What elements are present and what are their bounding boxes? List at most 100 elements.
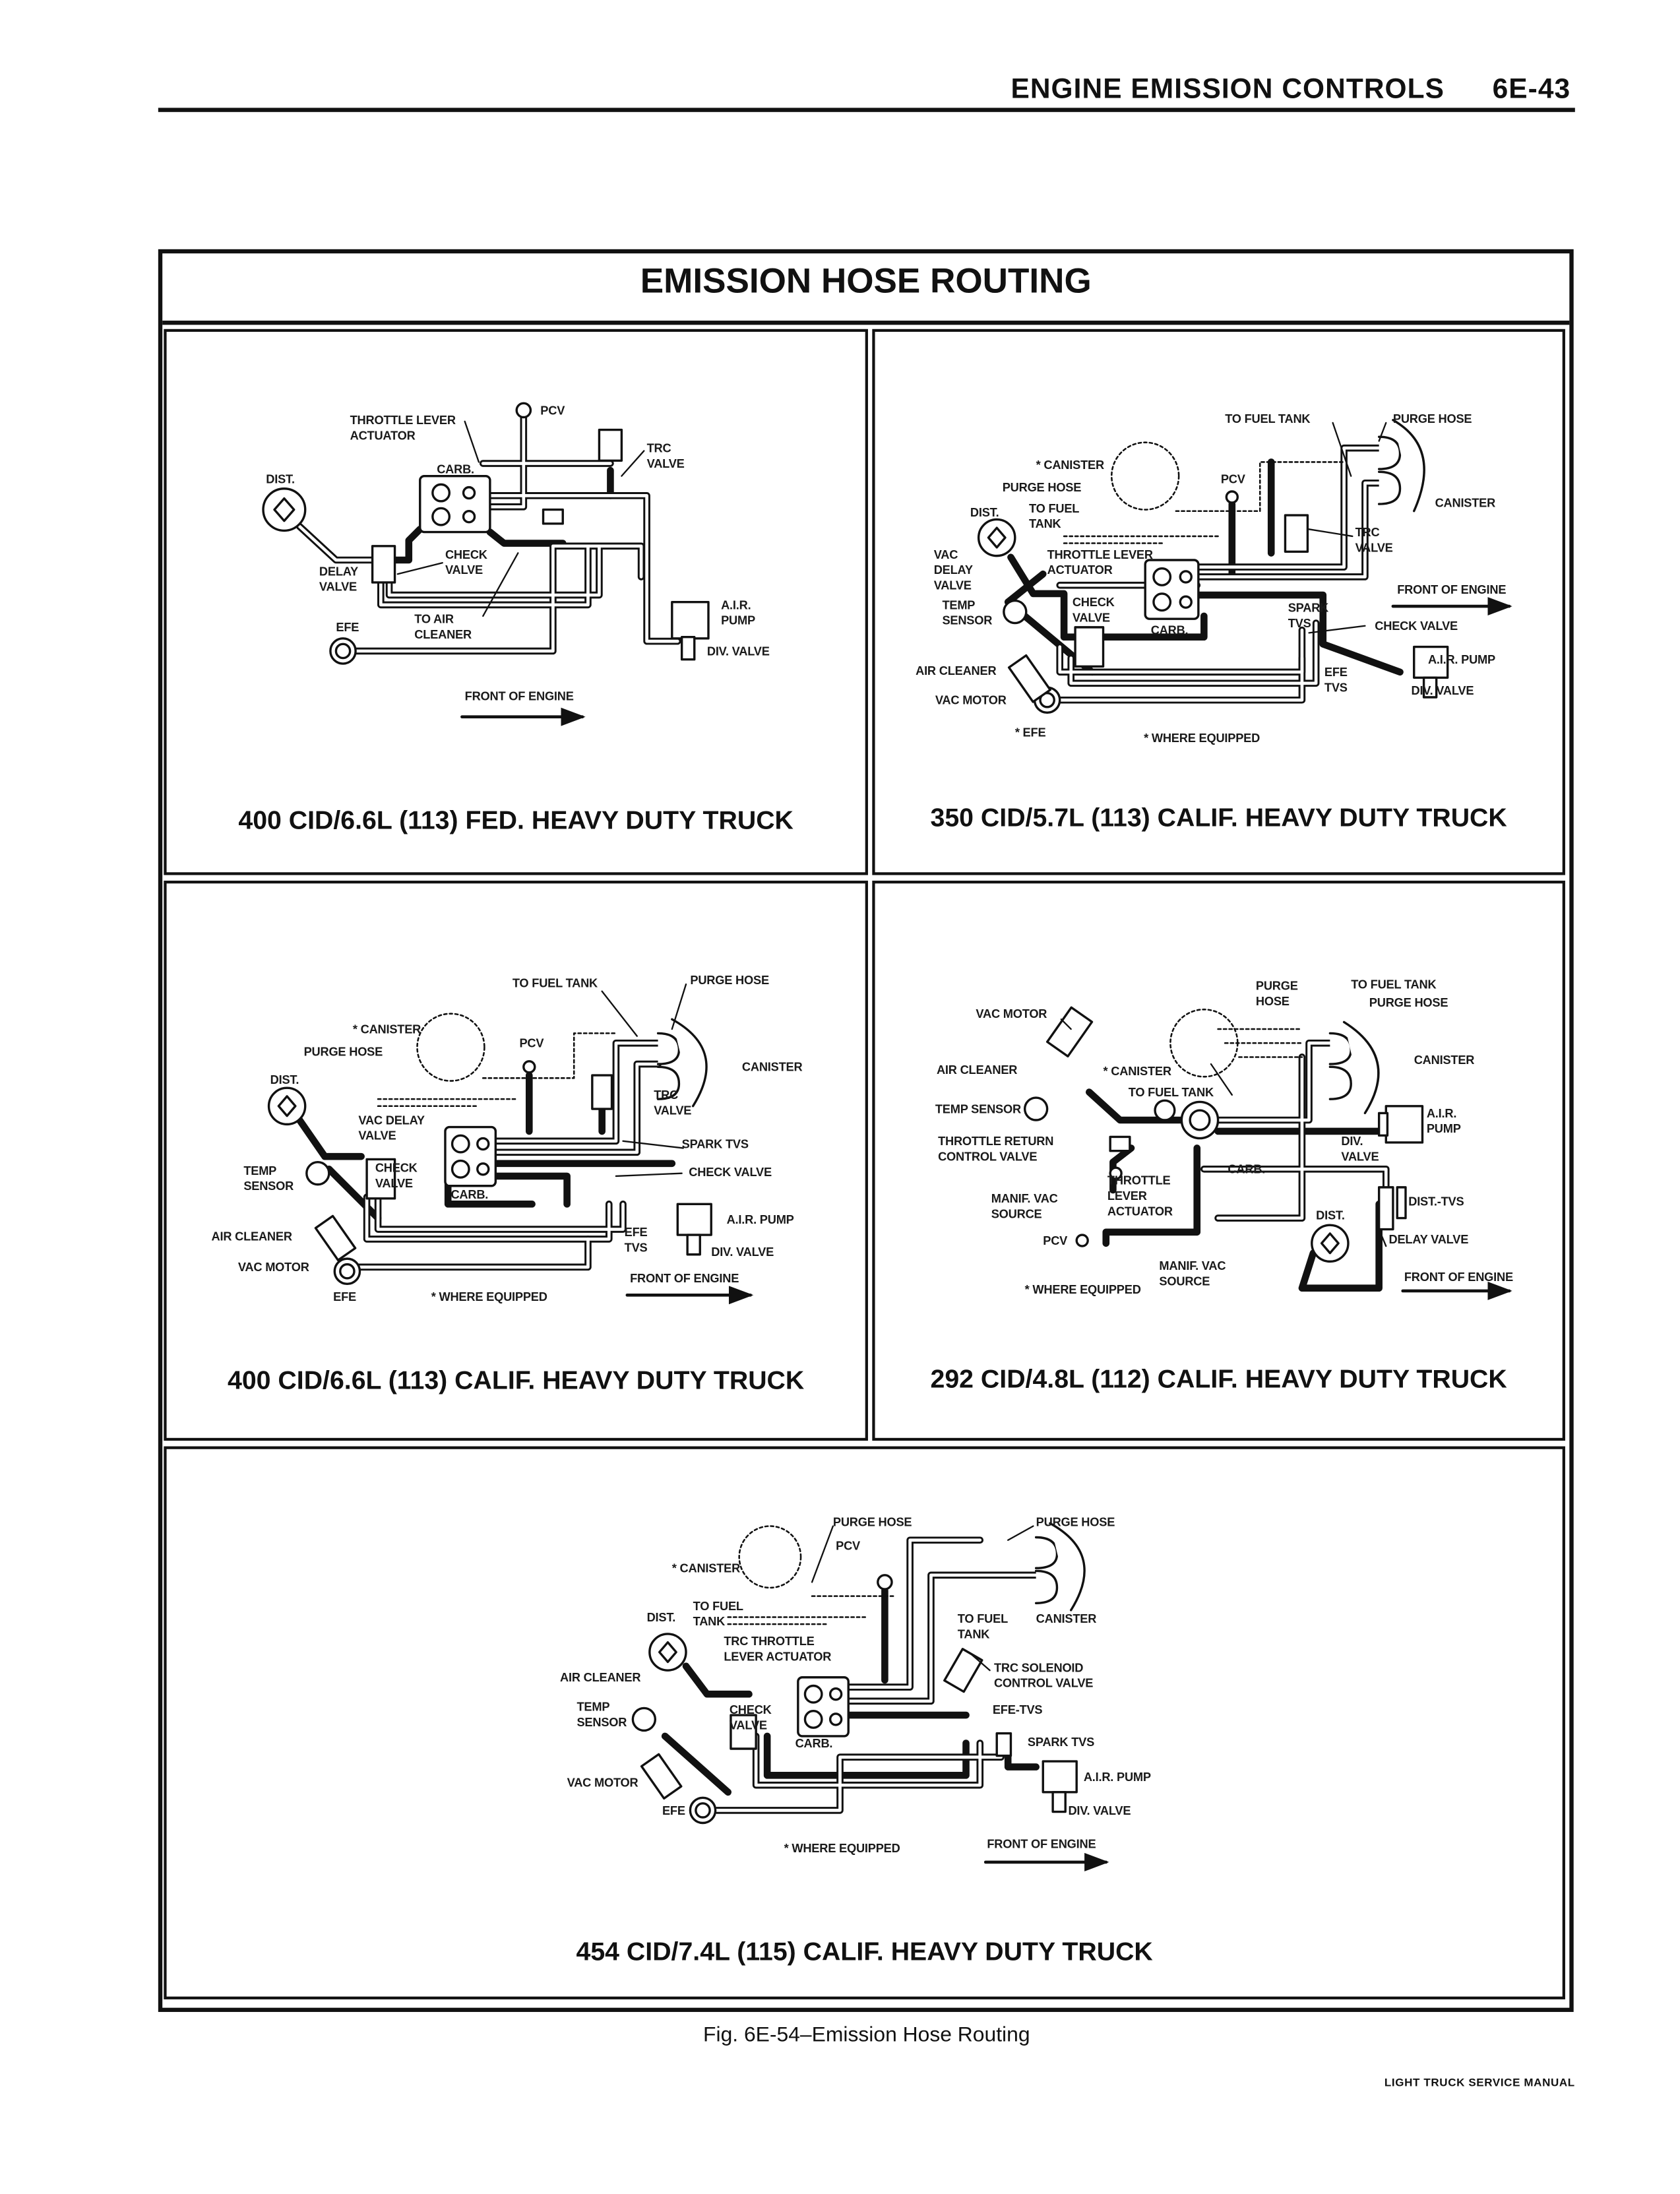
label-purge-hose: PURGE HOSE (303, 1044, 383, 1059)
label-delay-valve: DELAY VALVE (319, 564, 359, 594)
label-div-valve: DIV. VALVE (1341, 1134, 1379, 1164)
label-air-cleaner: AIR CLEANER (560, 1670, 641, 1685)
label-to-fuel-tank: TO FUEL TANK (693, 1598, 743, 1629)
label-check-valve: CHECK VALVE (1375, 619, 1458, 633)
label-canister: CANISTER (1435, 495, 1496, 510)
hose-bores (297, 416, 1388, 1812)
label-spark-tvs: SPARK TVS (681, 1137, 749, 1151)
label-efe: EFE (333, 1289, 357, 1304)
label-temp-sensor: TEMP SENSOR (243, 1163, 294, 1193)
label-pcv: PCV (519, 1036, 544, 1050)
label-carb: CARB. (451, 1187, 489, 1202)
label-optional-canister: * CANISTER (1103, 1064, 1172, 1079)
label-canister: CANISTER (1036, 1611, 1097, 1626)
label-vac-motor: VAC MOTOR (237, 1260, 309, 1274)
label-temp-sensor: TEMP SENSOR (576, 1699, 627, 1730)
label-to-fuel-tank: TO FUEL TANK (512, 976, 598, 990)
label-dist-tvs: DIST.-TVS (1408, 1194, 1464, 1208)
optional-canisters (377, 441, 1345, 1625)
label-check-valve: CHECK VALVE (689, 1164, 772, 1179)
label-spark-tvs: SPARK TVS (1288, 600, 1329, 631)
label-to-air-cleaner: TO AIR CLEANER (414, 611, 472, 642)
label-air-cleaner: AIR CLEANER (211, 1229, 292, 1243)
label-pcv: PCV (540, 403, 565, 418)
label-div-valve: DIV. VALVE (1411, 683, 1474, 698)
label-canister: CANISTER (1414, 1053, 1475, 1067)
label-check-valve: CHECK VALVE (375, 1160, 418, 1191)
label-canister: CANISTER (741, 1059, 803, 1074)
label-throttle-lever-actuator: THROTTLE LEVER ACTUATOR (350, 413, 456, 443)
label-dist: DIST. (970, 505, 999, 520)
caption-292-calif: 292 CID/4.8L (112) CALIF. HEAVY DUTY TRU… (930, 1363, 1507, 1393)
panel-400-fed (164, 329, 868, 875)
label-where-equipped: * WHERE EQUIPPED (1144, 730, 1260, 745)
label-check-valve: CHECK VALVE (729, 1702, 772, 1732)
label-optional-canister: * CANISTER (352, 1022, 421, 1036)
page-number: 6E-43 (1492, 74, 1571, 106)
label-vac-motor: VAC MOTOR (935, 693, 1007, 707)
label-purge-hose: PURGE HOSE (1002, 480, 1082, 495)
label-temp-sensor: TEMP SENSOR (935, 1102, 1021, 1116)
label-trc-valve: TRC VALVE (1355, 524, 1393, 555)
label-pcv: PCV (1220, 472, 1245, 486)
label-purge-hose: PURGE HOSE (690, 973, 769, 987)
label-div-valve: DIV. VALVE (706, 644, 770, 658)
label-throttle-lever-actuator: THROTTLE LEVER ACTUATOR (1047, 547, 1153, 577)
caption-454-calif: 454 CID/7.4L (115) CALIF. HEAVY DUTY TRU… (576, 1936, 1153, 1966)
label-where-equipped: * WHERE EQUIPPED (431, 1289, 547, 1304)
label-div-valve: DIV. VALVE (1068, 1803, 1131, 1818)
label-purge-hose: PURGE HOSE (1392, 412, 1472, 426)
label-dist: DIST. (266, 472, 295, 486)
panel-292-calif (872, 881, 1565, 1441)
front-of-engine-arrows (460, 597, 1512, 1871)
label-air-pump: A.I.R. PUMP (721, 598, 755, 627)
panel-454-calif (164, 1446, 1565, 1999)
title-divider (162, 321, 1570, 325)
label-where-equipped: * WHERE EQUIPPED (1024, 1282, 1141, 1297)
footer-manual-title: LIGHT TRUCK SERVICE MANUAL (1384, 2076, 1575, 2089)
label-throttle-return-control-valve: THROTTLE RETURN CONTROL VALVE (938, 1134, 1054, 1164)
label-trc-throttle-lever-actuator: TRC THROTTLE LEVER ACTUATOR (724, 1633, 832, 1664)
label-trc-valve: TRC VALVE (654, 1088, 692, 1117)
label-carb: CARB. (795, 1736, 833, 1751)
label-purge-hose: PURGE HOSE (832, 1515, 912, 1529)
label-efe: EFE (336, 620, 359, 635)
components (262, 402, 1449, 1825)
header-rule (158, 108, 1575, 112)
label-air-pump: A.I.R. PUMP (726, 1212, 794, 1227)
caption-350-calif: 350 CID/5.7L (113) CALIF. HEAVY DUTY TRU… (930, 802, 1507, 832)
label-temp-sensor: TEMP SENSOR (942, 598, 993, 627)
label-efe-tvs: EFE TVS (1324, 665, 1348, 695)
label-carb: CARB. (437, 462, 474, 476)
label-spark-tvs: SPARK TVS (1027, 1734, 1095, 1749)
label-to-fuel-tank: TO FUEL TANK (1029, 501, 1080, 531)
label-delay-valve: DELAY VALVE (1388, 1232, 1469, 1247)
label-dist: DIST. (646, 1610, 676, 1625)
label-trc-valve: TRC VALVE (646, 441, 685, 471)
label-dist: DIST. (270, 1072, 299, 1087)
label-purge-hose: PURGE HOSE (1369, 995, 1448, 1010)
label-vac-motor: VAC MOTOR (567, 1775, 638, 1790)
label-optional-canister: * CANISTER (1036, 458, 1105, 472)
label-to-fuel-tank: TO FUEL TANK (1128, 1084, 1214, 1100)
label-carb: CARB. (1150, 623, 1189, 637)
figure-frame (158, 249, 1574, 2013)
label-front-of-engine: FRONT OF ENGINE (1397, 582, 1507, 597)
label-check-valve: CHECK VALVE (1072, 595, 1115, 625)
caption-400-calif: 400 CID/6.6L (113) CALIF. HEAVY DUTY TRU… (228, 1365, 805, 1395)
label-throttle-lever-actuator: THROTTLE LEVER ACTUATOR (1107, 1173, 1173, 1218)
label-front-of-engine: FRONT OF ENGINE (987, 1836, 1096, 1851)
label-front-of-engine: FRONT OF ENGINE (630, 1271, 739, 1286)
label-trc-solenoid-control-valve: TRC SOLENOID CONTROL VALVE (993, 1660, 1094, 1690)
label-check-valve: CHECK VALVE (445, 547, 487, 577)
label-where-equipped: * WHERE EQUIPPED (784, 1841, 900, 1856)
label-vac-delay-valve: VAC DELAY VALVE (933, 547, 973, 592)
section-title: ENGINE EMISSION CONTROLS (1011, 74, 1445, 106)
label-purge-hose: PURGE HOSE (1036, 1515, 1115, 1529)
label-front-of-engine: FRONT OF ENGINE (1404, 1270, 1513, 1284)
label-manif-vac-source: MANIF. VAC SOURCE (1159, 1259, 1226, 1288)
label-to-fuel-tank: TO FUEL TANK (957, 1611, 1009, 1641)
label-air-pump: A.I.R. PUMP (1427, 652, 1496, 667)
